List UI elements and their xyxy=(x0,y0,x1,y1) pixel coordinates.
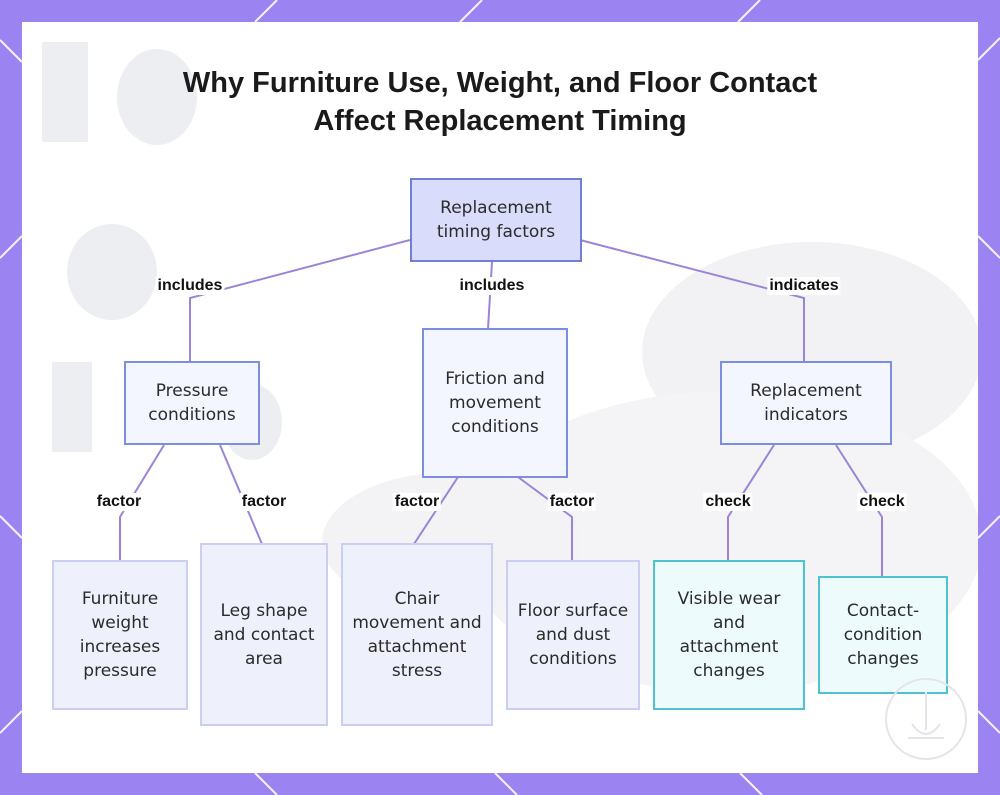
edge-root-indicators xyxy=(579,239,805,362)
edge-label-indicators-visible: check xyxy=(703,493,753,511)
diagram-panel: Why Furniture Use, Weight, and Floor Con… xyxy=(22,22,978,773)
node-contact-condition: Contact-condition changes xyxy=(818,576,948,694)
edge-layer xyxy=(119,239,883,577)
edge-label-root-indicators: indicates xyxy=(767,277,841,295)
brand-logo-icon xyxy=(885,678,967,760)
edge-root-friction xyxy=(487,261,493,330)
edge-label-pressure-weight: factor xyxy=(94,493,144,511)
edge-friction-floor xyxy=(517,476,573,560)
edge-label-root-friction: includes xyxy=(457,277,527,295)
node-friction-movement-conditions: Friction and movement conditions xyxy=(422,328,568,478)
node-pressure-conditions: Pressure conditions xyxy=(124,361,260,445)
diagram-title: Why Furniture Use, Weight, and Floor Con… xyxy=(182,67,818,137)
edge-pressure-weight xyxy=(119,444,165,560)
node-replacement-indicators: Replacement indicators xyxy=(720,361,892,445)
edge-label-friction-floor: factor xyxy=(547,493,597,511)
node-visible-wear: Visible wear and attachment changes xyxy=(653,560,805,710)
edge-label-pressure-leg: factor xyxy=(239,493,289,511)
node-floor-surface: Floor surface and dust conditions xyxy=(506,560,640,710)
edge-indicators-contact xyxy=(835,444,883,577)
edge-indicators-visible xyxy=(727,444,775,560)
node-replacement-timing-factors: Replacement timing factors xyxy=(410,178,582,262)
edge-root-pressure xyxy=(189,239,411,362)
edge-label-indicators-contact: check xyxy=(857,493,907,511)
edge-label-friction-chair: factor xyxy=(392,493,442,511)
edge-label-root-pressure: includes xyxy=(155,277,225,295)
node-leg-shape: Leg shape and contact area xyxy=(200,543,328,726)
node-chair-movement: Chair movement and attachment stress xyxy=(341,543,493,726)
node-furniture-weight: Furniture weight increases pressure xyxy=(52,560,188,710)
